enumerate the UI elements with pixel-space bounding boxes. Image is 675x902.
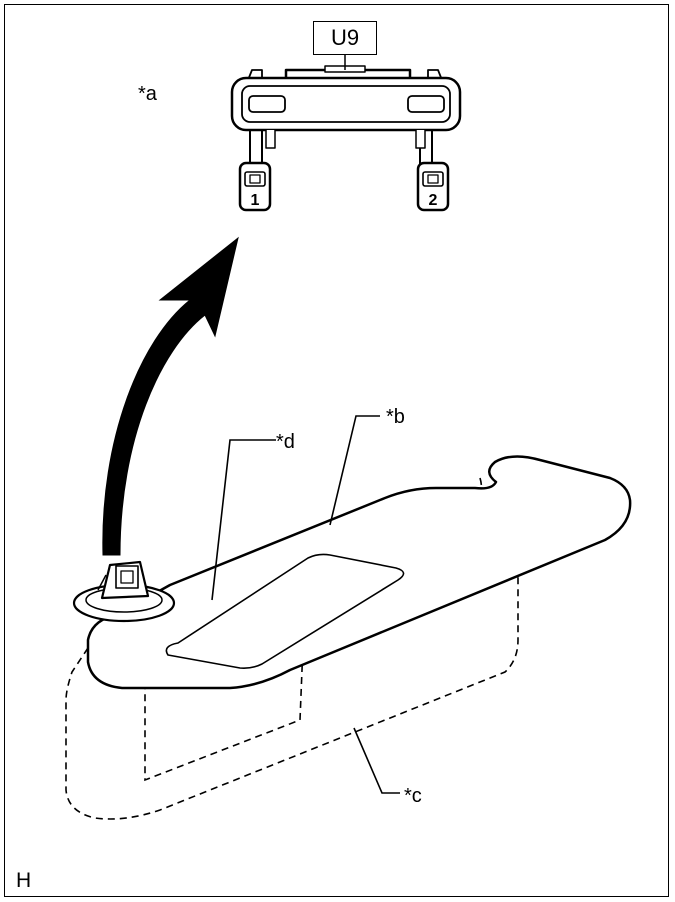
pin-label-2: 2 — [429, 192, 438, 209]
connector-label: U9 — [313, 21, 377, 55]
vanity-mirror-panel — [165, 553, 405, 669]
diagram-frame — [4, 4, 669, 897]
connector-terminal-view — [230, 65, 462, 212]
corner-code: H — [16, 869, 32, 892]
callout-c: *c — [404, 785, 422, 807]
pin-label-1: 1 — [251, 192, 260, 209]
visor-mount-connector — [72, 560, 176, 623]
removal-arrow — [102, 236, 239, 556]
callout-b: *b — [386, 406, 405, 428]
leader-d — [211, 439, 276, 601]
callout-d: *d — [276, 431, 295, 453]
sun-visor-body — [86, 455, 632, 690]
callout-a: *a — [138, 83, 157, 105]
leader-b — [329, 415, 380, 526]
leader-c — [353, 727, 400, 794]
callout-leader-lines — [211, 415, 400, 794]
